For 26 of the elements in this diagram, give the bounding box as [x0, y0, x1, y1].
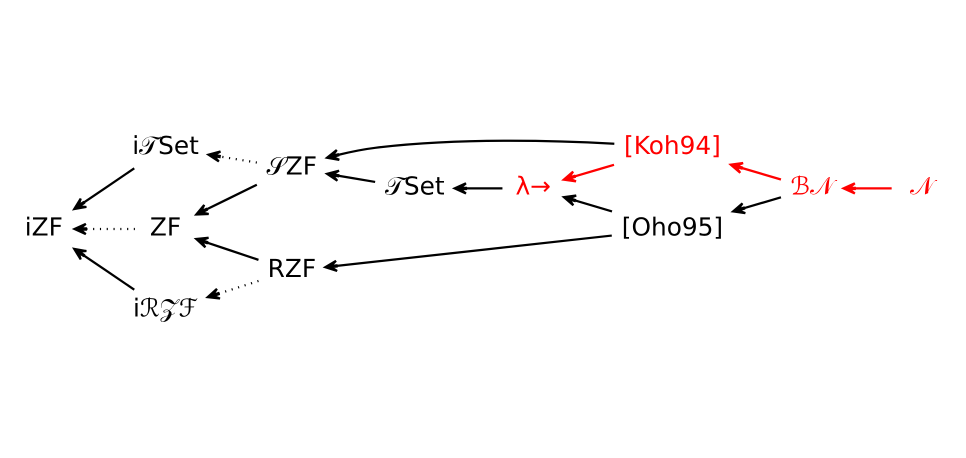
node-text: RZF [268, 254, 316, 284]
node-text: iZF [24, 212, 63, 242]
arrow [842, 182, 892, 195]
node-text: [Oho95] [622, 212, 724, 242]
arrow [73, 248, 135, 291]
node-text: 𝒮ZF [266, 151, 317, 180]
node-text: i𝒯Set [132, 131, 199, 160]
arrow [195, 236, 259, 261]
arrow [73, 222, 135, 236]
node-text: ZF [150, 212, 182, 242]
arrow [732, 196, 782, 214]
arrow [730, 162, 782, 181]
node-text: iℛ𝒵ℱ [132, 294, 198, 323]
node-text: 𝒯Set [384, 172, 445, 201]
arrow [454, 182, 502, 195]
arrow [324, 234, 612, 272]
node-text: [Koh94] [624, 131, 721, 160]
arrow [207, 150, 258, 164]
arrow [195, 184, 258, 216]
arrow [206, 280, 259, 300]
arrow [326, 170, 376, 184]
arrow [562, 164, 614, 182]
arrow [326, 140, 614, 161]
node-text: λ→ [515, 172, 551, 201]
arrow [73, 167, 135, 210]
arrow [562, 194, 612, 213]
